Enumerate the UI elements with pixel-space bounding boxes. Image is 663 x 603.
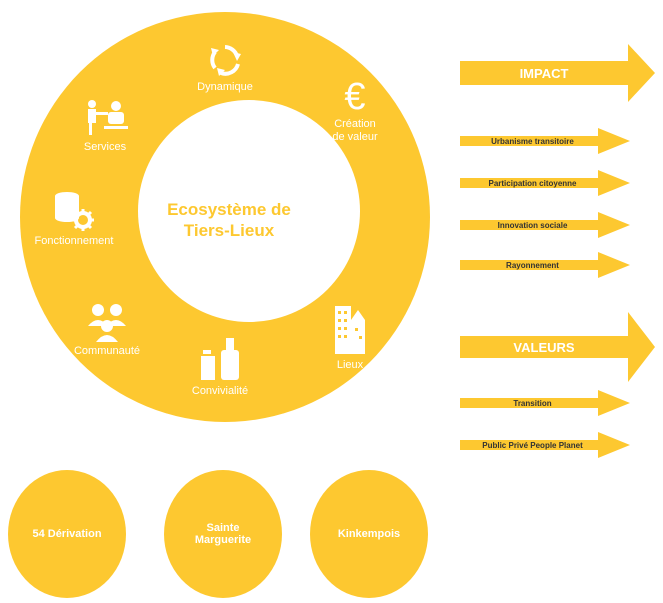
place-circle-kinkempois: Kinkempois <box>310 470 428 598</box>
people-service-icon <box>88 100 128 135</box>
valeurs-title: VALEURS <box>513 339 575 355</box>
valeurs-item-label: Transition <box>513 398 552 408</box>
group-icon <box>88 304 126 342</box>
segment-label-line1: Création <box>334 118 376 130</box>
valeurs-arrow: VALEURS <box>460 310 655 384</box>
segment-label: Services <box>83 141 127 153</box>
segment-services: Services <box>60 98 150 154</box>
segment-lieux: Lieux <box>320 302 380 372</box>
valeurs-arrow-shape <box>460 312 655 382</box>
segment-label: Convivialité <box>191 385 249 397</box>
segment-label: Communauté <box>73 345 141 357</box>
center-title: Ecosystème de Tiers-Lieux <box>118 199 340 241</box>
impact-item-label: Rayonnement <box>506 260 559 270</box>
database-gear-icon <box>55 192 94 231</box>
valeurs-item-arrow: Transition <box>460 390 630 416</box>
valeurs-item-arrow: Public Privé People Planet <box>460 432 630 458</box>
center-title-line2: Tiers-Lieux <box>183 221 275 240</box>
segment-label: Fonctionnement <box>34 235 114 247</box>
impact-item-label: Urbanisme transitoire <box>491 136 574 146</box>
place-label: Sainte Marguerite <box>194 522 252 546</box>
segment-fonctionnement: Fonctionnement <box>22 190 126 248</box>
impact-item-arrow: Participation citoyenne <box>460 170 630 196</box>
impact-item-arrow: Urbanisme transitoire <box>460 128 630 154</box>
impact-arrow-shape <box>460 44 655 102</box>
euro-icon: € <box>344 76 366 118</box>
ring-center <box>138 100 360 322</box>
segment-label-line2: de valeur <box>332 131 378 143</box>
place-label: Kinkempois <box>337 528 401 540</box>
impact-item-label: Innovation sociale <box>497 220 568 230</box>
segment-dynamique: Dynamique <box>185 42 265 94</box>
segment-creation-de-valeur: € Création de valeur <box>315 78 395 144</box>
center-title-line1: Ecosystème de <box>167 200 291 219</box>
segment-label: Dynamique <box>197 81 253 93</box>
segment-label: Lieux <box>336 359 364 371</box>
impact-item-arrow: Rayonnement <box>460 252 630 278</box>
segment-convivialite: Convivialité <box>180 336 260 398</box>
impact-title: IMPACT <box>519 65 569 81</box>
ecosystem-ring: Dynamique € Création de valeur Services … <box>20 12 430 422</box>
impact-item-label: Participation citoyenne <box>488 178 577 188</box>
place-circle-54-derivation: 54 Dérivation <box>8 470 126 598</box>
place-label: 54 Dérivation <box>32 528 102 540</box>
valeurs-item-label: Public Privé People Planet <box>482 440 583 450</box>
impact-arrow: IMPACT <box>460 42 655 104</box>
refresh-cycle-icon <box>210 45 241 76</box>
impact-item-arrow: Innovation sociale <box>460 212 630 238</box>
segment-communaute: Communauté <box>62 302 152 358</box>
bottles-icon <box>201 338 239 380</box>
buildings-icon <box>335 306 365 354</box>
place-circle-sainte-marguerite: Sainte Marguerite <box>164 470 282 598</box>
